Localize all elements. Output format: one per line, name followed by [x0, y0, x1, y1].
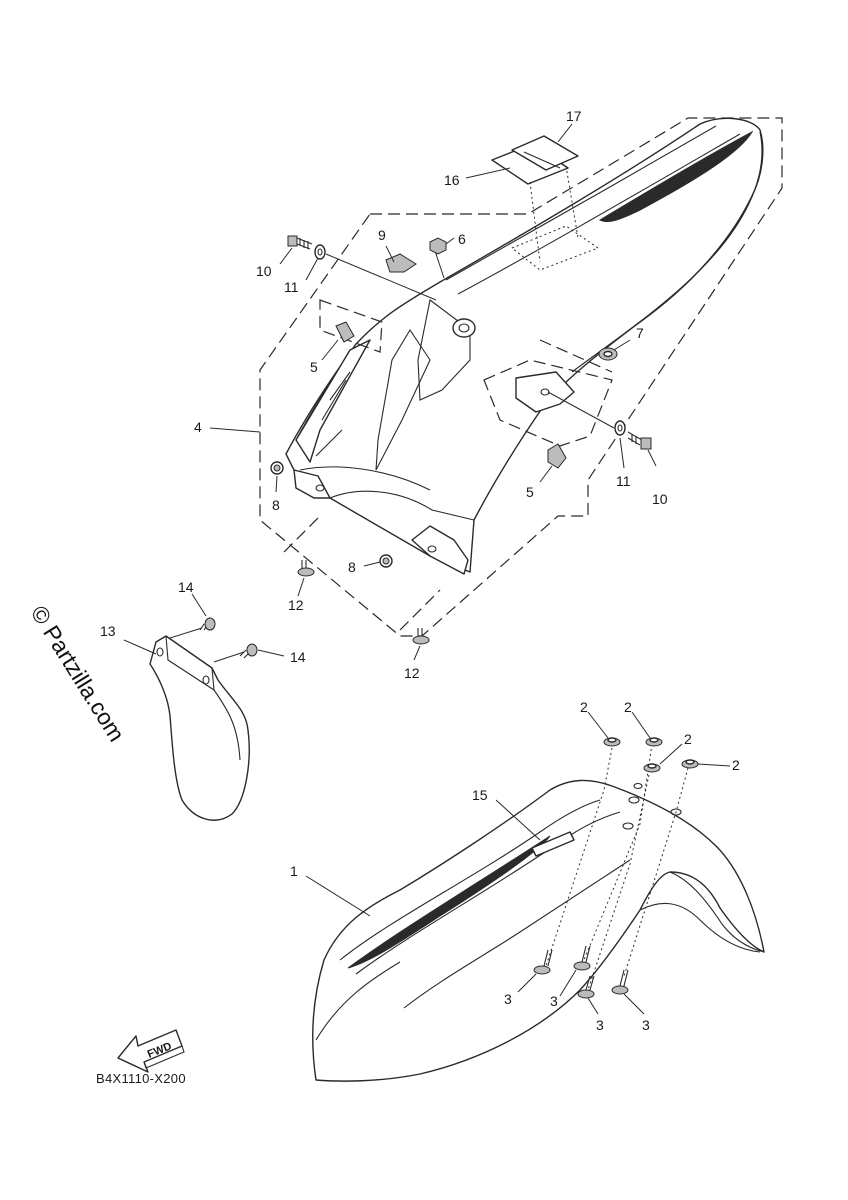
callout-2-d: 2 — [732, 757, 740, 773]
callout-14-lower: 14 — [290, 649, 306, 665]
callout-16: 16 — [444, 172, 460, 188]
callout-8-lower: 8 — [348, 559, 356, 575]
callout-1: 1 — [290, 863, 298, 879]
callout-7: 7 — [636, 325, 644, 341]
washer-11-right — [614, 420, 626, 436]
callout-6: 6 — [458, 231, 466, 247]
callout-2-b: 2 — [624, 699, 632, 715]
rear-fender-side-flap-slot — [315, 371, 351, 457]
clip-nut-9 — [385, 253, 417, 273]
hardware-box-5b — [483, 359, 613, 447]
nut-6 — [429, 237, 447, 255]
front-fender-bolt-lines — [545, 743, 689, 991]
clip-5-right — [547, 443, 567, 469]
rear-fender-mount-hole — [458, 323, 470, 333]
bolt-3-c — [577, 975, 595, 999]
callout-11-right: 11 — [616, 473, 631, 489]
bolt-3-b — [573, 945, 591, 971]
diagram-code: B4X1110-X200 — [96, 1071, 186, 1086]
callout-13: 13 — [100, 623, 116, 639]
decal-15 — [531, 831, 575, 857]
rear-fender-tail-edge — [571, 131, 763, 373]
front-fender-1 — [312, 779, 765, 1082]
callout-labels: 17 16 9 6 10 11 5 7 4 11 10 5 8 8 12 12 … — [100, 108, 740, 1033]
rear-fender-ridge — [445, 125, 741, 295]
decal-dotted-area — [511, 225, 600, 271]
clip-5-left — [335, 321, 355, 343]
rear-fender-ridge-dark — [598, 130, 754, 223]
bolt-3-d — [611, 969, 629, 995]
rear-fender-front-tab-hole — [315, 484, 325, 492]
front-fender-side-cut — [403, 859, 761, 1009]
collar-2-c — [643, 763, 661, 773]
callout-14-upper: 14 — [178, 579, 194, 595]
callout-5-right: 5 — [526, 484, 534, 500]
rear-hardware — [270, 235, 652, 645]
mud-flap-13 — [149, 635, 250, 821]
rear-fender-inner-cut — [375, 328, 431, 471]
decal-guide-lines — [529, 165, 579, 263]
rear-fender-shell — [285, 117, 764, 573]
front-fender-assembly — [312, 743, 765, 1082]
bolt-10-left — [287, 235, 313, 250]
callout-10-left: 10 — [256, 263, 272, 279]
bolt-12-right — [412, 628, 430, 645]
rear-fender-dashed-boundary — [259, 117, 783, 637]
mud-flap-assembly — [149, 617, 258, 821]
screw-14-lower — [239, 643, 258, 659]
hardware-box-7 — [539, 339, 613, 373]
callout-10-right: 10 — [652, 491, 668, 507]
callout-2-a: 2 — [580, 699, 588, 715]
bolt-10-right — [627, 431, 652, 450]
callout-3-b: 3 — [550, 993, 558, 1009]
rear-fender-tab — [515, 371, 575, 413]
guide-line-right-bolt — [547, 391, 615, 429]
decal-17 — [511, 135, 579, 171]
guide-line-10-11 — [325, 253, 437, 301]
washer-11-left — [314, 244, 326, 260]
callout-3-c: 3 — [596, 1017, 604, 1033]
hardware-box-12 — [283, 515, 441, 631]
callout-3-d: 3 — [642, 1017, 650, 1033]
screw-14-upper — [199, 617, 216, 631]
front-hardware — [533, 737, 699, 999]
callout-8-left: 8 — [272, 497, 280, 513]
bolt-3-a — [533, 949, 553, 975]
callout-4: 4 — [194, 419, 202, 435]
fwd-arrow-icon — [117, 1029, 183, 1073]
rear-fender-mount-boss — [452, 318, 476, 338]
callout-11-left: 11 — [284, 279, 299, 295]
collar-2-b — [645, 737, 663, 747]
bolt-12-left — [297, 560, 315, 577]
rear-fender-lower-bracket — [411, 525, 469, 575]
callout-12-left: 12 — [288, 597, 304, 613]
fwd-arrow: FWD — [117, 1029, 185, 1073]
collar-2-a — [603, 737, 621, 747]
callout-12-right: 12 — [404, 665, 420, 681]
leader-lines — [123, 123, 731, 1015]
front-fender-crest — [315, 799, 621, 1041]
front-fender-inner-wing — [669, 871, 765, 953]
callout-9: 9 — [378, 227, 386, 243]
callout-5-left: 5 — [310, 359, 318, 375]
rear-fender-assembly — [259, 117, 783, 637]
decal-17-stripe — [523, 151, 561, 169]
callout-2-c: 2 — [684, 731, 692, 747]
callout-3-a: 3 — [504, 991, 512, 1007]
rear-fender-lower-bracket-hole — [427, 545, 437, 553]
collar-2-d — [681, 759, 699, 769]
callout-15: 15 — [472, 787, 488, 803]
callout-17: 17 — [566, 108, 582, 124]
hardware-box-5a — [319, 299, 383, 353]
